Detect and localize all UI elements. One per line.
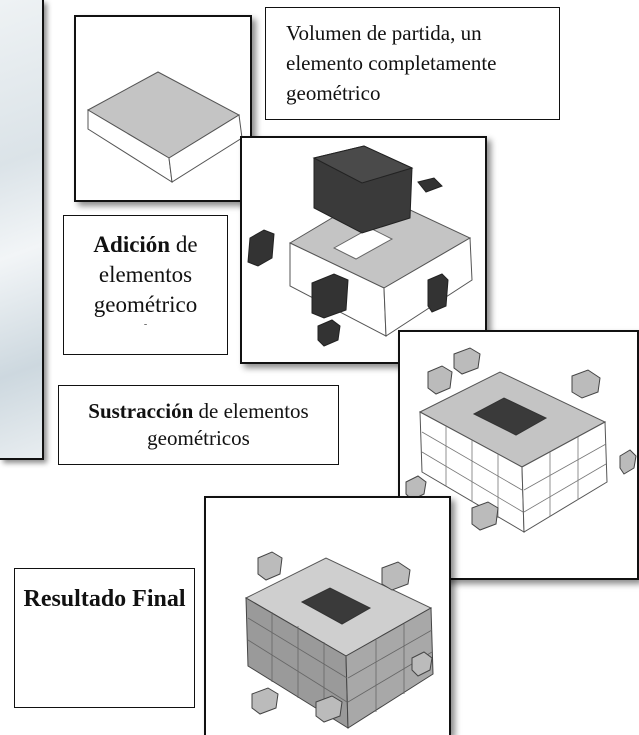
subtraction-cube-5 [471,501,499,531]
addition-courtyard [332,227,394,260]
step-4-caption: Resultado Final [14,568,195,708]
step-4-bold: Resultado Final [23,586,186,612]
subtraction-drawing [405,347,637,533]
subtraction-courtyard [472,397,548,436]
addition-cube-small-1 [417,177,443,193]
step-2-text: de elementos geométrico [93,232,198,317]
addition-frame [240,136,487,364]
addition-cube-right [427,273,449,313]
addition-tower-top [312,145,414,184]
final-cube-2 [381,561,411,591]
subtraction-cube-1 [427,365,453,395]
addition-cube-left [247,229,275,267]
step-2-bold: Adición [93,232,171,257]
addition-cube-bottom-2 [317,319,341,347]
subtraction-frame [398,330,639,580]
subtraction-base-right [521,421,608,533]
final-cube-3 [251,687,279,715]
subtraction-cube-3 [571,369,601,399]
final-cube-1 [257,551,283,581]
final-courtyard [300,587,372,625]
step-2-tail: - [143,319,148,330]
subtraction-cube-2 [453,347,481,375]
step-1-caption: Volumen de partida, un elemento completa… [265,7,560,120]
step-2-caption: Adición de elementos geométrico - [63,215,228,355]
addition-drawing [247,145,473,347]
final-facade-pattern [247,612,433,714]
step-3-caption: Sustracción de elementos geométricos [58,385,339,465]
subtraction-facade-grid [421,426,607,518]
base-volume-drawing [86,71,243,183]
final-cube-5 [411,651,433,677]
subtraction-cube-6 [619,449,637,475]
final-result-frame [204,496,451,735]
background-sketch [0,0,44,460]
subtraction-cube-4 [405,475,427,501]
addition-cube-bottom-1 [311,273,349,319]
step-3-bold: Sustracción [88,399,194,423]
step-3-text: de elementos geométricos [147,399,309,450]
step-1-text: Volumen de partida, un elemento completa… [286,21,497,105]
final-base-right [345,607,434,729]
final-cube-4 [315,695,343,723]
final-result-drawing [244,551,434,729]
base-volume-frame [74,15,252,202]
